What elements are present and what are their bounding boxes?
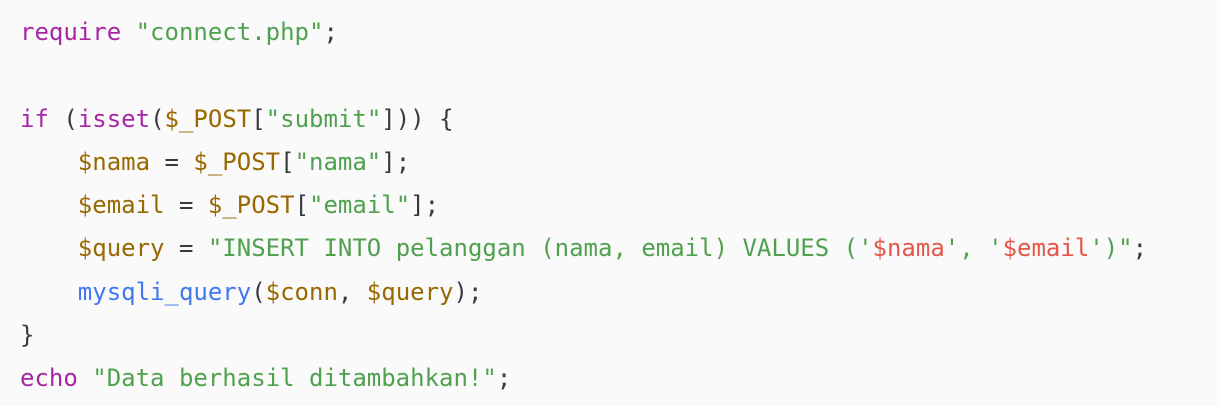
code-line: require "connect.php"; [20,11,1220,54]
code-token-var: $nama [77,147,151,176]
code-line: $nama = $_POST["nama"]; [20,141,1220,184]
code-token-var: $conn [265,277,338,306]
code-token-kw: echo [20,364,78,393]
code-token-plain [20,191,78,219]
code-token-plain: ( [251,277,266,306]
code-token-plain: [ [294,191,310,220]
code-token-plain: [ [280,147,295,176]
code-token-plain: ; [1132,234,1148,263]
code-token-var: $_POST [164,104,252,133]
code-token-var: $_POST [193,147,281,176]
code-token-interp: $nama [872,234,945,263]
code-token-plain: ])) { [381,104,454,133]
code-token-plain: = [164,234,208,263]
code-token-plain: [ [251,104,266,133]
code-line: if (isset($_POST["submit"])) { [20,98,1220,141]
code-token-var: $_POST [207,191,295,220]
code-token-plain: ( [150,104,165,133]
code-token-plain: ]; [410,191,440,220]
code-token-plain [20,148,78,176]
code-token-plain [121,18,135,46]
code-token-kw: isset [77,104,151,133]
code-token-plain: = [164,191,208,220]
code-token-str: "email" [309,191,411,220]
code-token-plain [20,234,78,262]
code-token-plain: ; [496,364,512,393]
code-token-fn: mysqli_query [77,277,252,306]
code-token-kw: if [20,104,49,133]
code-token-var: $query [77,234,165,263]
code-line: echo "Data berhasil ditambahkan!"; [20,357,1220,400]
code-line: mysqli_query($conn, $query); [20,271,1220,314]
code-line: $query = "INSERT INTO pelanggan (nama, e… [20,227,1220,270]
code-token-str: "Data berhasil ditambahkan!" [92,364,497,393]
code-token-kw: require [20,18,122,46]
code-token-str: ')" [1089,234,1133,263]
code-token-str: ', ' [944,234,1003,263]
code-token-plain [20,278,78,306]
code-token-plain: ; [323,18,338,46]
code-token-plain: ]; [381,147,411,176]
code-token-plain: , [337,277,367,306]
code-line: $email = $_POST["email"]; [20,184,1220,227]
code-token-interp: $email [1002,234,1090,263]
code-token-plain: ( [48,104,78,133]
code-token-str: "connect.php" [135,18,324,46]
code-token-plain: = [150,147,194,176]
code-token-plain: } [20,321,35,350]
code-line-empty [20,54,1220,97]
code-token-plain: ); [453,277,483,306]
code-token-str: "nama" [294,147,382,176]
code-line: } [20,314,1220,357]
code-token-str: "submit" [265,104,382,133]
code-token-plain [78,364,92,392]
code-token-var: $query [366,277,454,306]
code-token-var: $email [77,191,165,220]
code-token-str: "INSERT INTO pelanggan (nama, email) VAL… [207,234,873,263]
